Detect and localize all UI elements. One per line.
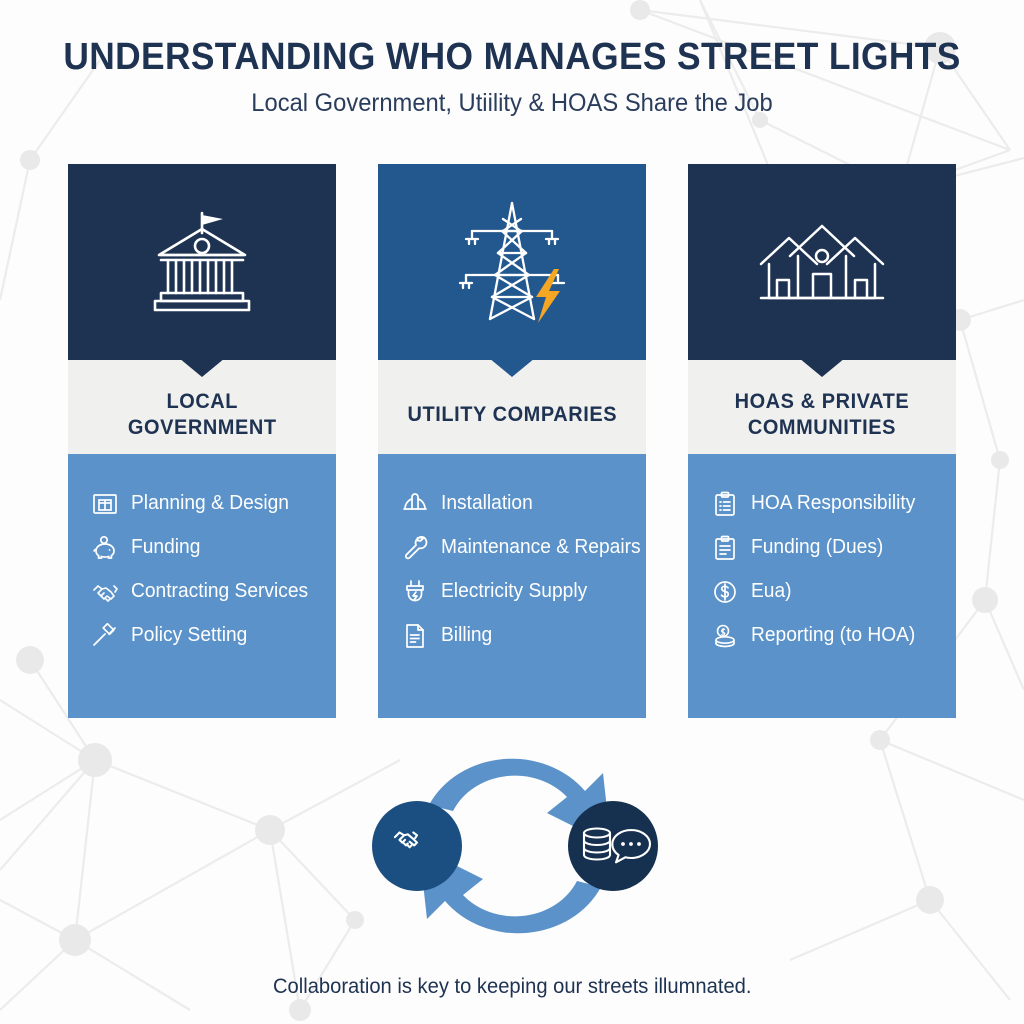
- column-title-local-government: LOCAL GOVERNMENT: [120, 389, 284, 440]
- invoice-icon: [400, 621, 430, 651]
- feature-label: Contracting Services: [131, 580, 309, 602]
- piggy-bank-icon: [90, 533, 120, 563]
- feature-label: Maintenance & Repairs: [441, 536, 641, 558]
- feature-label: Funding (Dues): [751, 536, 884, 558]
- houses-community-icon: [759, 224, 885, 300]
- hard-hat-icon: [400, 489, 430, 519]
- column-utility-companies[interactable]: UTILITY COMPARIES Installation: [378, 164, 646, 718]
- collaboration-cycle-diagram: [367, 733, 663, 959]
- government-building-icon: [153, 211, 251, 312]
- column-title-line: HOAS & PRIVATE: [734, 390, 910, 414]
- feature-label: Funding: [131, 536, 201, 558]
- page-title: UNDERSTANDING WHO MANAGES STREET LIGHTS: [63, 36, 961, 78]
- feature-item[interactable]: HOA Responsibility: [710, 490, 956, 517]
- column-features-hoas: HOA Responsibility Funding (Dues): [688, 454, 956, 718]
- column-title-utility-companies: UTILITY COMPARIES: [400, 402, 625, 428]
- column-features-utility-companies: Installation Maintenance & Repairs: [378, 454, 646, 718]
- feature-label: Installation: [441, 492, 533, 514]
- gavel-icon: [90, 621, 120, 651]
- feature-label: Policy Setting: [131, 624, 248, 646]
- feature-item[interactable]: Eua): [710, 578, 956, 605]
- page-subtitle: Local Government, Utiility & HOAS Share …: [251, 89, 773, 117]
- feature-label: Planning & Design: [131, 492, 289, 514]
- feature-label: Electricity Supply: [441, 580, 588, 602]
- feature-label: Eua): [751, 580, 792, 602]
- column-title-hoas: HOAS & PRIVATE COMMUNITIES: [727, 389, 917, 440]
- feature-item[interactable]: Maintenance & Repairs: [400, 534, 646, 561]
- dollar-coin-icon: [710, 577, 740, 607]
- column-local-government[interactable]: LOCAL GOVERNMENT Planning & Design: [68, 164, 336, 718]
- footer-text: Collaboration is key to keeping our stre…: [272, 975, 752, 998]
- blueprint-icon: [90, 489, 120, 519]
- feature-item[interactable]: Contracting Services: [90, 578, 336, 605]
- feature-item[interactable]: Planning & Design: [90, 490, 336, 517]
- circular-arrows-icon: [419, 758, 611, 934]
- feature-item[interactable]: Installation: [400, 490, 646, 517]
- column-hoas-private-communities[interactable]: HOAS & PRIVATE COMMUNITIES: [688, 164, 956, 718]
- column-title-line: GOVERNMENT: [127, 416, 277, 439]
- clipboard-icon: [710, 489, 740, 519]
- column-icon-band-hoas: [688, 164, 956, 377]
- feature-item[interactable]: Funding: [90, 534, 336, 561]
- cycle-node-handshake[interactable]: [372, 801, 462, 891]
- column-title-line: UTILITY COMPARIES: [407, 403, 617, 427]
- column-features-local-government: Planning & Design Funding: [68, 454, 336, 718]
- cycle-node-coins-chat[interactable]: [568, 801, 658, 891]
- column-title-line: LOCAL: [166, 390, 238, 414]
- notch-utility-companies: [489, 358, 535, 377]
- feature-item[interactable]: Electricity Supply: [400, 578, 646, 605]
- notch-hoas: [799, 358, 845, 377]
- notch-local-government: [179, 358, 225, 377]
- coin-stack-icon: [710, 621, 740, 651]
- column-icon-band-local-government: [68, 164, 336, 377]
- feature-label: Billing: [441, 624, 493, 646]
- power-pylon-icon: [458, 201, 566, 323]
- column-title-line: COMMUNITIES: [747, 416, 897, 439]
- footer: Collaboration is key to keeping our stre…: [0, 975, 1024, 999]
- wrench-icon: [400, 533, 430, 563]
- header: UNDERSTANDING WHO MANAGES STREET LIGHTS …: [0, 36, 1024, 118]
- columns-container: LOCAL GOVERNMENT Planning & Design: [68, 164, 956, 718]
- feature-item[interactable]: Billing: [400, 622, 646, 649]
- feature-label: HOA Responsibility: [751, 492, 916, 514]
- feature-item[interactable]: Reporting (to HOA): [710, 622, 956, 649]
- feature-item[interactable]: Funding (Dues): [710, 534, 956, 561]
- feature-label: Reporting (to HOA): [751, 624, 916, 646]
- plug-icon: [400, 577, 430, 607]
- column-icon-band-utility-companies: [378, 164, 646, 377]
- handshake-icon: [90, 577, 120, 607]
- clipboard-icon: [710, 533, 740, 563]
- feature-item[interactable]: Policy Setting: [90, 622, 336, 649]
